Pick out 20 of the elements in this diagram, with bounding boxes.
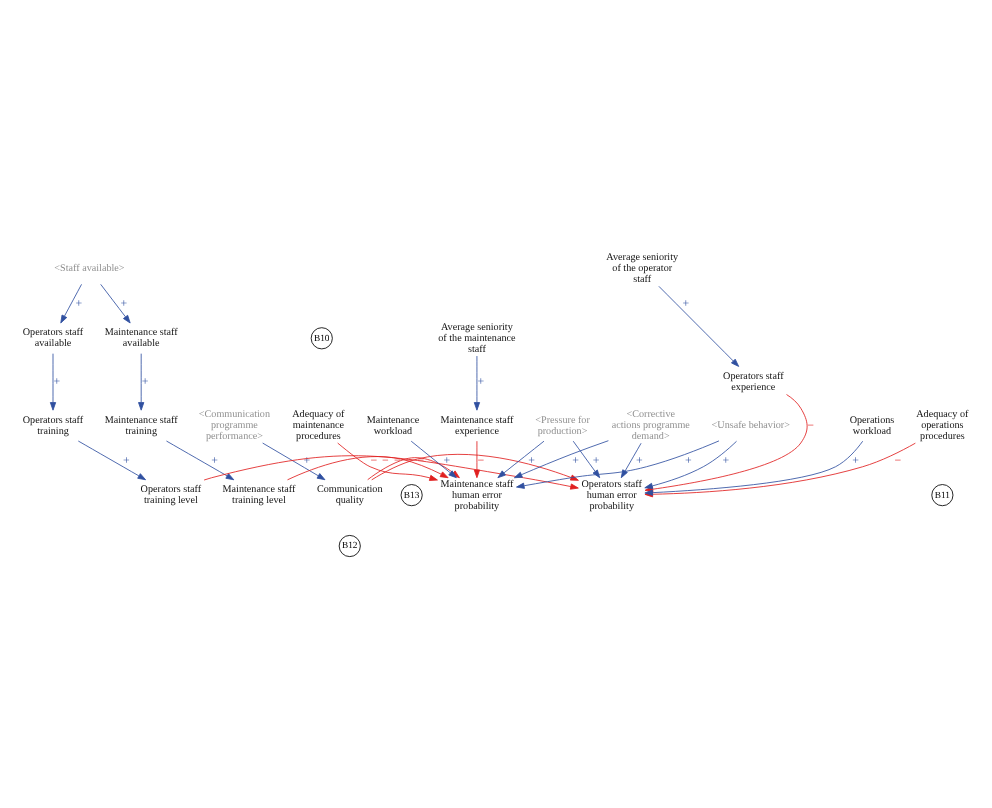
arrow <box>49 353 57 411</box>
arrow <box>473 440 480 479</box>
arrow <box>337 442 438 481</box>
arrow <box>658 285 740 367</box>
arrow <box>620 442 642 479</box>
arrow <box>60 283 82 324</box>
arrow <box>473 355 480 411</box>
arrow <box>262 442 326 481</box>
arrow <box>516 440 720 489</box>
arrow <box>166 440 235 481</box>
arrow <box>138 353 145 411</box>
arrow <box>572 440 601 479</box>
arrow <box>203 455 579 490</box>
arrow <box>513 440 609 479</box>
arrow <box>497 440 545 479</box>
arrow <box>644 440 737 489</box>
arrow <box>100 283 131 324</box>
arrow <box>77 440 147 481</box>
arrow <box>287 456 449 481</box>
arrow <box>410 440 457 479</box>
